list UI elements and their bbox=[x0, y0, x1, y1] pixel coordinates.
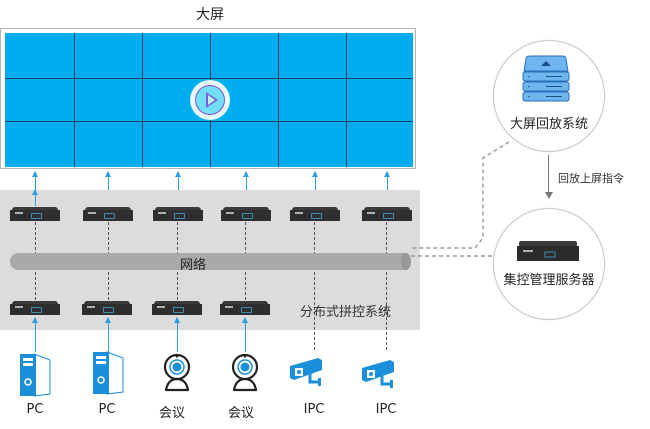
control-server-node[interactable]: 集控管理服务器 bbox=[493, 208, 605, 320]
ip-camera-icon[interactable] bbox=[360, 358, 396, 392]
decoder-device-icon[interactable] bbox=[83, 207, 133, 222]
command-arrow-line bbox=[548, 155, 549, 193]
decoder-device-icon[interactable] bbox=[290, 207, 340, 222]
grid-line bbox=[74, 33, 75, 167]
grid-line bbox=[5, 78, 413, 79]
output-arrow-segment bbox=[32, 189, 38, 206]
network-link bbox=[314, 222, 315, 350]
ip-camera-icon[interactable] bbox=[288, 356, 324, 390]
grid-line bbox=[346, 33, 347, 167]
output-arrow bbox=[175, 171, 181, 206]
pc-tower-icon[interactable] bbox=[18, 352, 54, 398]
input-arrow bbox=[242, 317, 248, 352]
grid-line bbox=[278, 33, 279, 167]
output-arrow bbox=[384, 171, 390, 206]
server-stack-icon bbox=[522, 55, 570, 102]
input-arrow bbox=[105, 317, 111, 352]
webcam-icon[interactable] bbox=[228, 352, 262, 394]
server-box-icon bbox=[517, 241, 579, 261]
source-label: PC bbox=[98, 402, 116, 417]
source-label: IPC bbox=[375, 402, 397, 417]
pc-tower-icon[interactable] bbox=[91, 350, 127, 396]
input-arrow bbox=[32, 317, 38, 352]
decoder-device-icon[interactable] bbox=[10, 207, 60, 222]
command-label: 回放上屏指令 bbox=[558, 172, 624, 185]
encoder-device-icon[interactable] bbox=[152, 301, 202, 316]
output-arrow bbox=[312, 171, 318, 206]
play-icon[interactable] bbox=[190, 80, 230, 120]
encoder-device-icon[interactable] bbox=[10, 301, 60, 316]
network-label: 网络 bbox=[180, 258, 207, 273]
decoder-device-icon[interactable] bbox=[221, 207, 271, 222]
encoder-device-icon[interactable] bbox=[220, 301, 270, 316]
command-arrow-head bbox=[545, 192, 553, 199]
network-pipe-end bbox=[401, 253, 411, 270]
output-arrow bbox=[243, 171, 249, 206]
source-label: IPC bbox=[303, 402, 325, 417]
decoder-device-icon[interactable] bbox=[362, 207, 412, 222]
input-arrow bbox=[174, 317, 180, 352]
playback-system-node[interactable]: 大屏回放系统 bbox=[493, 40, 605, 152]
source-label: 会议 bbox=[227, 406, 254, 421]
webcam-icon[interactable] bbox=[160, 352, 194, 394]
dashed-connector bbox=[411, 141, 510, 257]
control-server-label: 集控管理服务器 bbox=[503, 273, 595, 288]
video-wall-title: 大屏 bbox=[196, 7, 224, 23]
grid-line bbox=[142, 33, 143, 167]
grid-line bbox=[5, 121, 413, 122]
source-label: PC bbox=[26, 402, 44, 417]
network-pipe bbox=[10, 253, 408, 270]
playback-system-label: 大屏回放系统 bbox=[509, 117, 588, 132]
source-label: 会议 bbox=[158, 406, 185, 421]
output-arrow bbox=[105, 171, 111, 206]
distributed-system-label: 分布式拼控系统 bbox=[300, 305, 392, 320]
decoder-device-icon[interactable] bbox=[153, 207, 203, 222]
network-link bbox=[386, 222, 387, 350]
encoder-device-icon[interactable] bbox=[82, 301, 132, 316]
